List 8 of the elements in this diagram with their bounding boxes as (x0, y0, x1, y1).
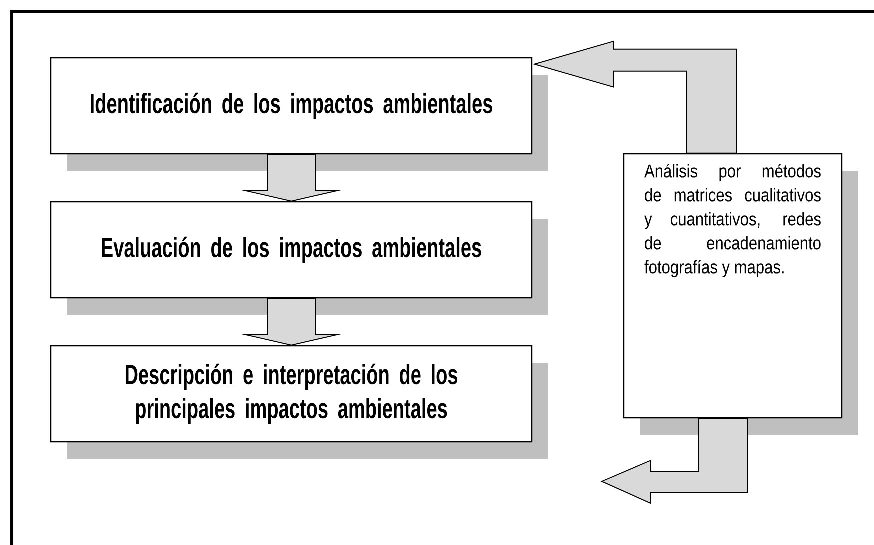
block-arrow (600, 418, 748, 504)
process-box: Evaluación de los impactos ambientales (50, 201, 548, 315)
process-box: Descripción e interpretación de los principales impactos ambientales (50, 345, 548, 459)
block-arrow (240, 298, 343, 346)
block-arrow (532, 40, 738, 154)
note-box: Análisis por métodos de matrices cualitativos y cuantitativos, redes de encadenamiento fotografías y mapas. (623, 153, 858, 435)
block-arrow (240, 154, 343, 202)
process-box: Identificación de los impactos ambientales (50, 57, 548, 171)
